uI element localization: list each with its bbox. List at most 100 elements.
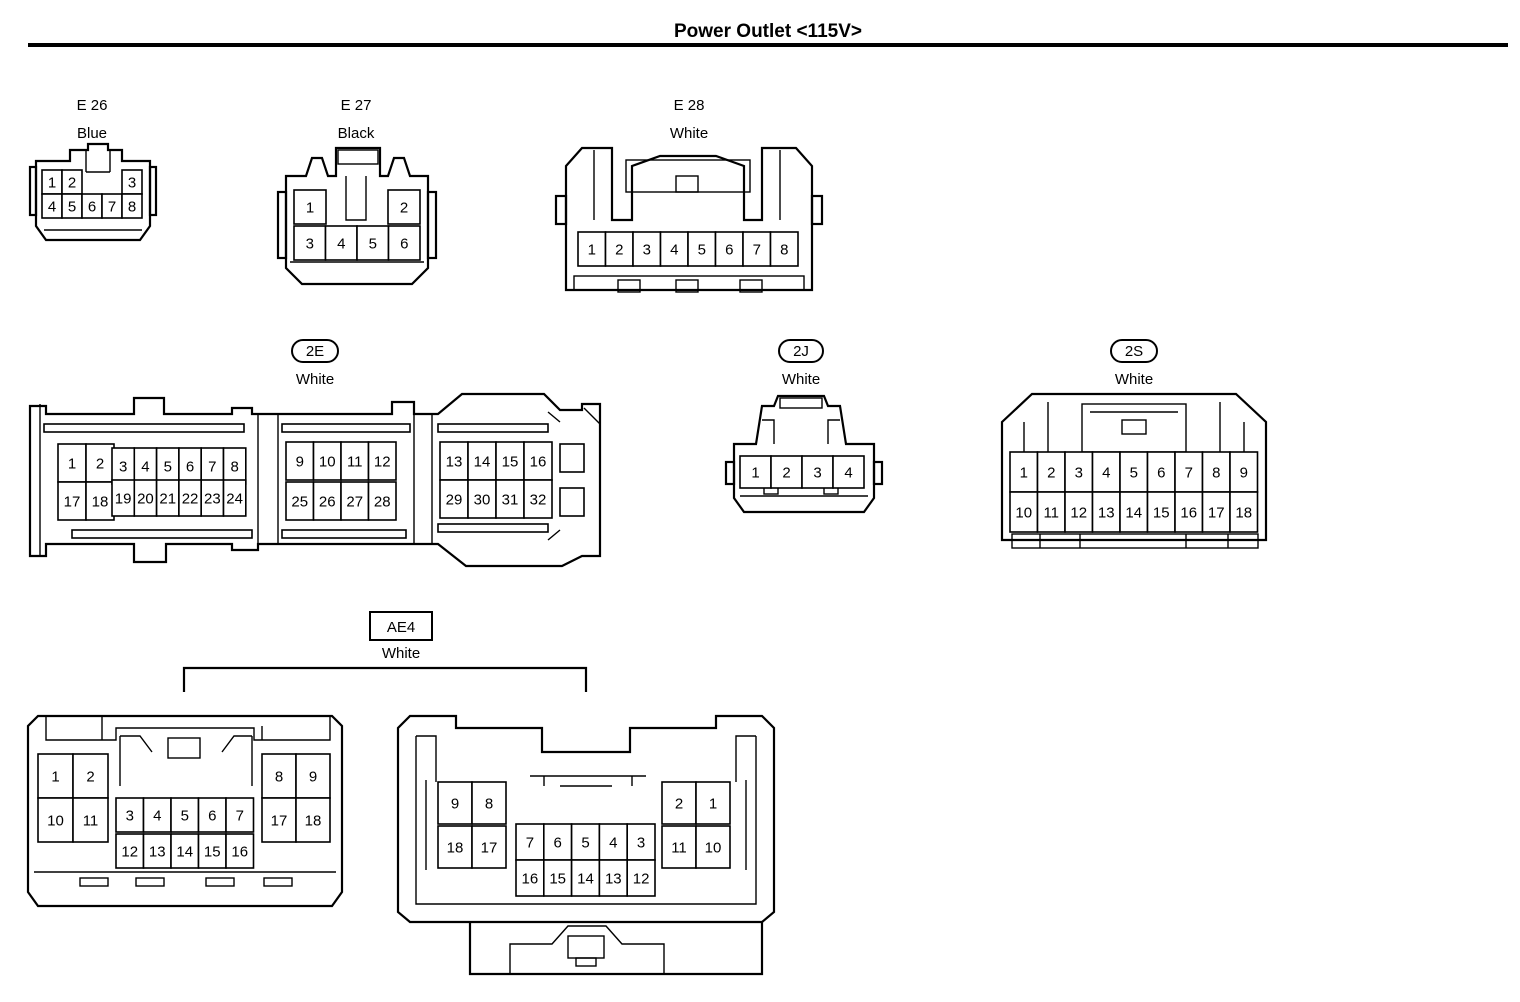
- c2e-pin-18-cavity: [85, 481, 115, 521]
- c2s-pin-18-cavity: [1229, 491, 1259, 533]
- c2e-pin-2: 2: [96, 456, 104, 473]
- connector-2j-code-badge: [778, 339, 824, 363]
- connector-ae4-color: White: [382, 645, 420, 662]
- ae4-left-pin-18: 18: [305, 813, 322, 830]
- connector-e28-code: E 28: [674, 97, 705, 114]
- ae4-left-pin-11-cavity: [72, 797, 109, 843]
- ae4-left-pin-8: 8: [275, 769, 283, 786]
- ae4-right-pin-1-cavity: [695, 781, 731, 825]
- c2e-pin-7: 7: [208, 459, 216, 476]
- e27-pin-6: 6: [400, 236, 408, 253]
- connector-e27-color: Black: [338, 125, 375, 142]
- c2e-pin-25-cavity: [285, 481, 315, 521]
- c2s-pin-10: 10: [1015, 505, 1032, 522]
- ae4-right-pin-9: 9: [451, 796, 459, 813]
- c2j-pin-1: 1: [751, 465, 759, 482]
- c2s-pin-12: 12: [1070, 505, 1087, 522]
- c2s-pin-15: 15: [1153, 505, 1170, 522]
- connector-ae4-bracket: [182, 666, 588, 692]
- c2s-pin-16-cavity: [1174, 491, 1204, 533]
- connector-e28-color: White: [670, 125, 708, 142]
- ae4-left-pin-8-cavity: [261, 753, 297, 799]
- c2e-pin-23: 23: [204, 491, 221, 508]
- e27-pin-1: 1: [306, 200, 314, 217]
- e28-pin-5: 5: [698, 242, 706, 259]
- c2e-pin-17-cavity: [57, 481, 87, 521]
- ae4-left-pin-1: 1: [51, 769, 59, 786]
- c2e-pin-31: 31: [502, 492, 519, 509]
- ae4-right-pin-10: 10: [705, 840, 722, 857]
- ae4-right-pin-10-cavity: [695, 825, 731, 869]
- e28-pin-7: 7: [753, 242, 761, 259]
- c2e-pin-31-cavity: [495, 479, 525, 519]
- ae4-right-pin-8-cavity: [471, 781, 507, 825]
- ae4-right-pin-17: 17: [481, 840, 498, 857]
- c2e-pin-24-cavity: [222, 479, 247, 517]
- c2s-pin-15-cavity: [1146, 491, 1176, 533]
- c2s-pin-5: 5: [1130, 465, 1138, 482]
- e28-pin-1: 1: [588, 242, 596, 259]
- ae4-right-pin-8: 8: [485, 796, 493, 813]
- ae4-right-pin-3-cavity: [626, 823, 656, 861]
- e26-pin-7: 7: [108, 199, 116, 216]
- c2j-pin-3: 3: [813, 465, 821, 482]
- c2e-pin-15: 15: [502, 454, 519, 471]
- c2s-pin-10-cavity: [1009, 491, 1039, 533]
- e27-pin-3-cavity: [293, 225, 327, 261]
- ae4-right-pin-18: 18: [447, 840, 464, 857]
- c2s-pin-2: 2: [1047, 465, 1055, 482]
- ae4-left-pin-7: 7: [236, 808, 244, 825]
- ae4-right-pin-9-cavity: [437, 781, 473, 825]
- ae4-left-pin-16-cavity: [225, 833, 255, 869]
- c2s-pin-17: 17: [1208, 505, 1225, 522]
- c2e-pin-20: 20: [137, 491, 154, 508]
- c2s-pin-3: 3: [1075, 465, 1083, 482]
- ae4-left-pin-17: 17: [271, 813, 288, 830]
- page-title: Power Outlet <115V>: [674, 21, 862, 42]
- e28-pin-2-cavity: [604, 231, 634, 267]
- c2s-pin-14-cavity: [1119, 491, 1149, 533]
- ae4-left-pin-15: 15: [204, 844, 221, 861]
- e27-pin-5: 5: [369, 236, 377, 253]
- c2e-pin-28-cavity: [367, 481, 397, 521]
- ae4-left-pin-6: 6: [208, 808, 216, 825]
- c2e-pin-4: 4: [141, 459, 149, 476]
- e26-pin-3: 3: [128, 175, 136, 192]
- ae4-right-pin-7: 7: [526, 835, 534, 852]
- e27-pin-4: 4: [337, 236, 345, 253]
- ae4-left-pin-4: 4: [153, 808, 161, 825]
- ae4-left-pin-2-cavity: [72, 753, 109, 799]
- c2s-pin-1-cavity: [1009, 451, 1039, 493]
- c2e-pin-32-cavity: [523, 479, 553, 519]
- connector-2e-code-badge: [291, 339, 339, 363]
- ae4-left-pin-13: 13: [149, 844, 166, 861]
- ae4-left-pin-3: 3: [126, 808, 134, 825]
- e28-pin-3: 3: [643, 242, 651, 259]
- ae4-right-pin-6: 6: [554, 835, 562, 852]
- ae4-right-pin-5: 5: [581, 835, 589, 852]
- c2e-pin-8: 8: [230, 459, 238, 476]
- e27-pin-2: 2: [400, 200, 408, 217]
- connector-2e-color: White: [296, 371, 334, 388]
- ae4-left-pin-11: 11: [83, 813, 99, 830]
- c2j-pin-1-cavity: [739, 455, 772, 489]
- c2e-pin-26: 26: [319, 494, 336, 511]
- c2e-pin-22: 22: [182, 491, 199, 508]
- c2e-pin-9: 9: [296, 454, 304, 471]
- ae4-right-pin-2: 2: [675, 796, 683, 813]
- c2s-pin-11: 11: [1043, 505, 1059, 522]
- ae4-left-pin-17-cavity: [261, 797, 297, 843]
